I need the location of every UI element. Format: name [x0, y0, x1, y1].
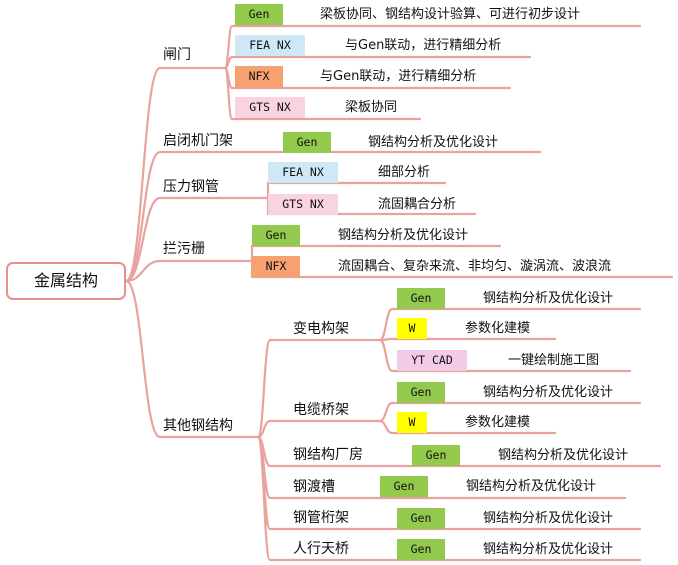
link-root-qita	[124, 279, 260, 439]
desc-tianqiao-gen: 钢结构分析及优化设计	[483, 542, 614, 557]
branch-qita-gangjiegou: 其他钢结构	[163, 418, 233, 434]
tag-guanhangjia-gen: Gen	[397, 508, 445, 529]
tag-biandian-ytcad: YT CAD	[397, 350, 467, 371]
tag-zhamen-fea: FEA NX	[235, 35, 305, 56]
subbranch-gang-ducao: 钢渡槽	[293, 479, 335, 495]
link-root-qibi	[124, 150, 285, 283]
link-zhamen-gts	[223, 66, 422, 121]
link-biandian-w	[378, 337, 557, 342]
desc-biandian-w: 参数化建模	[465, 321, 531, 336]
desc-lanwushan-gen: 钢结构分析及优化设计	[338, 228, 469, 243]
desc-lanwushan-nfx: 流固耦合、复杂来流、非均匀、漩涡流、波浪流	[338, 259, 612, 274]
desc-qibiji-gen: 钢结构分析及优化设计	[368, 135, 499, 150]
subbranch-biandian-goujia: 变电构架	[293, 321, 349, 337]
desc-zhamen-gen: 梁板协同、钢结构设计验算、可进行初步设计	[320, 7, 581, 22]
tag-biandian-gen: Gen	[397, 288, 445, 309]
tag-biandian-w: W	[397, 318, 427, 339]
tag-yaligang-gts: GTS NX	[268, 194, 338, 215]
tag-lanwushan-nfx: NFX	[252, 256, 300, 277]
desc-zhamen-fea: 与Gen联动，进行精细分析	[345, 38, 502, 53]
desc-changfang-gen: 钢结构分析及优化设计	[498, 448, 629, 463]
subbranch-dianlan-qiaojia: 电缆桥架	[293, 402, 349, 418]
subbranch-renxing-tianqiao: 人行天桥	[293, 541, 349, 557]
branch-qibiji-menjia: 启闭机门架	[163, 133, 233, 149]
tag-zhamen-nfx: NFX	[235, 66, 283, 87]
link-dianlan-w	[378, 419, 557, 435]
branch-lanwushan: 拦污栅	[163, 241, 205, 257]
tag-zhamen-gts: GTS NX	[235, 97, 305, 118]
link-biandian-ytcad	[378, 338, 632, 373]
link-root-yaligang	[124, 196, 270, 283]
link-qita-dianlan	[256, 419, 382, 439]
tag-tianqiao-gen: Gen	[397, 539, 445, 560]
desc-guanhangjia-gen: 钢结构分析及优化设计	[483, 511, 614, 526]
branch-zhamen: 闸门	[163, 47, 191, 63]
link-qita-tianqiao	[256, 435, 397, 562]
link-root-zhamen	[124, 66, 227, 283]
tag-qibiji-gen: Gen	[283, 132, 331, 153]
link-qita-biandian	[256, 338, 382, 439]
tag-dianlan-gen: Gen	[397, 382, 445, 403]
tag-zhamen-gen: Gen	[235, 4, 283, 25]
subbranch-gangjiegou-changfang: 钢结构厂房	[293, 447, 363, 463]
desc-yaligang-fea: 细部分析	[378, 165, 431, 180]
tag-lanwushan-gen: Gen	[252, 225, 300, 246]
desc-dianlan-w: 参数化建模	[465, 415, 531, 430]
desc-dianlan-gen: 钢结构分析及优化设计	[483, 385, 614, 400]
desc-zhamen-gts: 梁板协同	[345, 100, 398, 115]
desc-yaligang-gts: 流固耦合分析	[378, 197, 457, 212]
subbranch-gangguan-hangjia: 钢管桁架	[293, 510, 349, 526]
link-root-lanwushan	[124, 259, 254, 283]
desc-ducao-gen: 钢结构分析及优化设计	[466, 479, 597, 494]
tag-changfang-gen: Gen	[412, 445, 460, 466]
tag-dianlan-w: W	[397, 412, 427, 433]
root-node: 金属结构	[6, 262, 126, 300]
desc-biandian-gen: 钢结构分析及优化设计	[483, 291, 614, 306]
tag-yaligang-fea: FEA NX	[268, 162, 338, 183]
tag-ducao-gen: Gen	[380, 476, 428, 497]
branch-yali-gangguan: 压力钢管	[163, 179, 219, 195]
desc-zhamen-nfx: 与Gen联动，进行精细分析	[320, 69, 477, 84]
desc-biandian-ytcad: 一键绘制施工图	[508, 353, 600, 368]
